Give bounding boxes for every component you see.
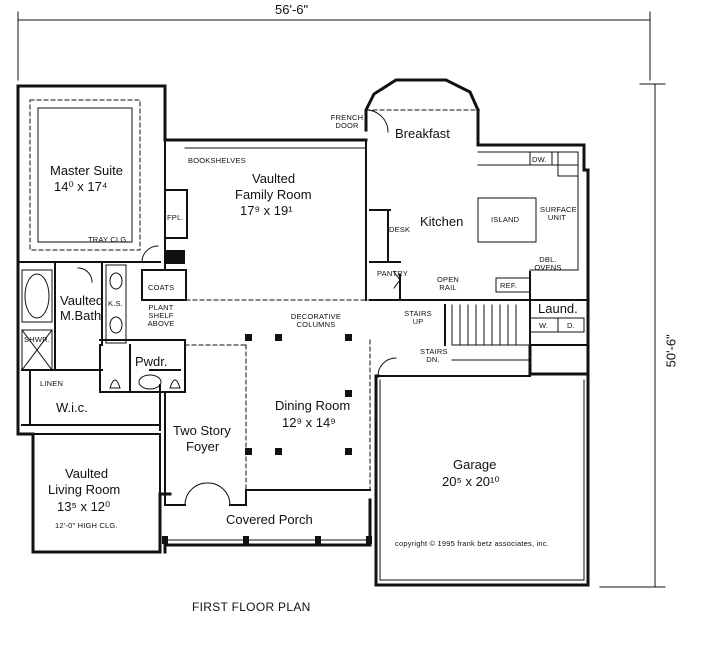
decorative-columns-note: DECORATIVE COLUMNS <box>290 312 342 329</box>
surface-unit-note: SURFACE UNIT <box>540 205 577 222</box>
interior-walls <box>17 139 589 506</box>
garage-name: Garage <box>453 457 497 472</box>
living-room-dims: 13⁵ x 12⁰ <box>57 499 111 514</box>
covered-porch-name: Covered Porch <box>226 512 313 527</box>
living-room-name-line2: Living Room <box>48 482 121 497</box>
columns <box>162 250 372 544</box>
master-suite-dims: 14⁰ x 17⁴ <box>54 179 108 194</box>
ref-note: REF. <box>500 281 518 290</box>
tray-ceiling-note: TRAY CLG. <box>88 235 129 244</box>
plan-title: FIRST FLOOR PLAN <box>192 600 311 614</box>
stairs-up-note: STAIRS UP <box>404 309 432 326</box>
open-rail-note: OPEN RAIL <box>436 275 460 292</box>
copyright-note: copyright © 1995 frank betz associates, … <box>395 539 549 548</box>
plant-shelf-note: PLANT SHELF ABOVE <box>147 303 175 328</box>
powder-name: Pwdr. <box>135 354 168 369</box>
dbl-ovens-note: DBL. OVENS <box>534 255 562 272</box>
family-room-dims: 17⁹ x 19¹ <box>240 203 293 218</box>
overall-depth-label: 50'-6" <box>663 334 679 368</box>
breakfast-name: Breakfast <box>395 126 450 141</box>
laundry-name: Laund. <box>538 301 578 316</box>
stairs-dn-note: STAIRS DN. <box>420 347 448 364</box>
family-room-name-line1: Vaulted <box>252 171 296 186</box>
fireplace-note: FPL. <box>167 213 184 222</box>
dining-room-dims: 12⁹ x 14⁹ <box>282 415 336 430</box>
master-suite-name: Master Suite <box>50 163 123 178</box>
overall-depth-dimension-line <box>599 83 666 588</box>
linen-note: LINEN <box>40 379 64 388</box>
overall-width-label: 56'-6" <box>275 2 309 17</box>
living-room-name-line1: Vaulted <box>65 466 109 481</box>
detail-lines <box>21 99 585 581</box>
bookshelves-note: BOOKSHELVES <box>188 156 246 165</box>
island-note: ISLAND <box>491 215 520 224</box>
french-door-note: FRENCH DOOR <box>330 113 364 130</box>
coats-note: COATS <box>148 283 175 292</box>
wic-name: W.i.c. <box>56 400 88 415</box>
dishwasher-note: DW. <box>532 155 547 164</box>
foyer-name-line1: Two Story <box>173 423 231 438</box>
desk-note: DESK <box>389 225 411 234</box>
dryer-note: D. <box>567 321 575 330</box>
living-room-ceiling-note: 12'-0" HIGH CLG. <box>55 521 118 530</box>
overall-width-dimension-line <box>17 11 651 81</box>
garage-dims: 20⁵ x 20¹⁰ <box>442 474 500 489</box>
master-bath-name-line2: M.Bath <box>60 308 102 323</box>
family-room-name-line2: Family Room <box>235 187 312 202</box>
pantry-note: PANTRY <box>377 269 408 278</box>
knee-space-note: K.S. <box>108 299 123 308</box>
foyer-name-line2: Foyer <box>186 439 220 454</box>
dining-room-name: Dining Room <box>275 398 351 413</box>
washer-note: W. <box>539 321 549 330</box>
master-bath-name-line1: Vaulted <box>60 293 104 308</box>
kitchen-name: Kitchen <box>420 214 464 229</box>
shower-note: SHWR. <box>24 335 50 344</box>
